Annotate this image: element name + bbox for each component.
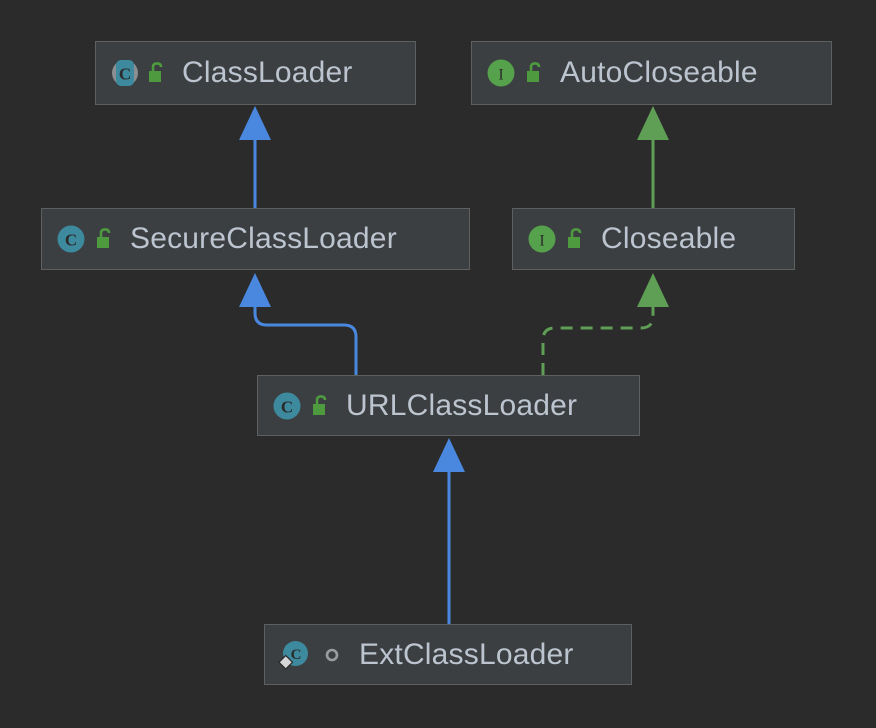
unlocked-padlock-icon (92, 226, 118, 252)
unlocked-padlock-icon (522, 60, 548, 86)
svg-text:I: I (539, 233, 544, 250)
interface-icon: I (525, 222, 559, 256)
node-ext-class-loader[interactable]: C ExtClassLoader (264, 624, 632, 685)
unlocked-padlock-icon (563, 226, 589, 252)
interface-icon: I (484, 56, 518, 90)
edge-ext-to-url (433, 438, 465, 624)
abstract-class-icon: C (108, 56, 142, 90)
svg-text:C: C (119, 65, 131, 84)
node-url-class-loader[interactable]: C URLClassLoader (257, 375, 640, 436)
class-icon: C (270, 389, 304, 423)
node-label: ClassLoader (182, 56, 353, 89)
svg-text:I: I (498, 67, 503, 84)
edge-url-to-secure (239, 273, 358, 375)
node-label: SecureClassLoader (130, 222, 397, 255)
unlocked-padlock-icon (308, 393, 334, 419)
edge-secure-to-classloader (239, 106, 271, 208)
class-icon: C (54, 222, 88, 256)
svg-text:C: C (65, 231, 77, 250)
node-label: Closeable (601, 222, 737, 255)
svg-text:C: C (281, 397, 293, 416)
node-secure-class-loader[interactable]: C SecureClassLoader (41, 208, 470, 270)
node-auto-closeable[interactable]: I AutoCloseable (471, 41, 832, 105)
node-closeable[interactable]: I Closeable (512, 208, 795, 270)
package-local-icon (321, 644, 343, 666)
node-label: ExtClassLoader (359, 637, 574, 671)
edge-closeable-to-autocloseable (637, 106, 669, 208)
edge-url-to-closeable (541, 273, 669, 375)
node-label: AutoCloseable (560, 56, 758, 89)
inner-class-icon: C (277, 638, 311, 672)
node-label: URLClassLoader (346, 388, 578, 422)
unlocked-padlock-icon (144, 60, 170, 86)
node-class-loader[interactable]: C ClassLoader (95, 41, 416, 105)
svg-text:C: C (291, 647, 302, 663)
